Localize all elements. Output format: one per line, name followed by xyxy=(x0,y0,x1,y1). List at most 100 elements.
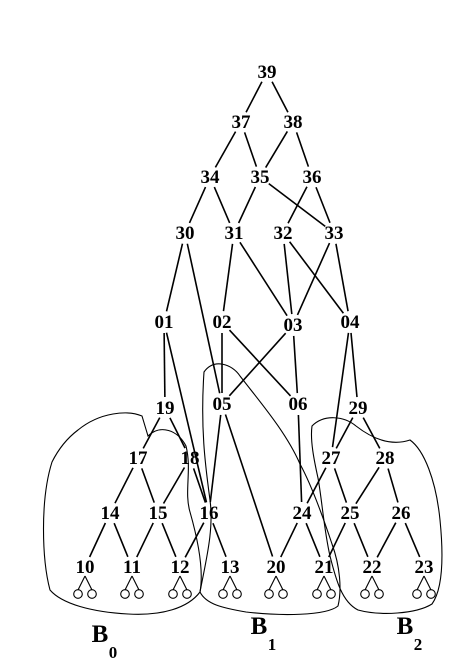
node-31: 31 xyxy=(225,223,244,244)
edge-34-30 xyxy=(188,186,207,224)
edge-30-01 xyxy=(165,243,184,312)
edge-24-20 xyxy=(280,522,298,558)
node-17: 17 xyxy=(129,448,149,469)
edge-19-18 xyxy=(169,417,186,449)
node-36: 36 xyxy=(303,167,322,188)
edge-29-27 xyxy=(335,417,354,449)
node-37: 37 xyxy=(232,112,252,133)
edge-32-04 xyxy=(288,241,345,314)
edge-37-35 xyxy=(243,132,258,167)
node-34: 34 xyxy=(201,167,221,188)
block-b1-outline xyxy=(199,363,341,616)
edge-32-03 xyxy=(283,243,293,315)
edge-28-25 xyxy=(355,466,380,505)
leaf-circle-10-1 xyxy=(73,589,83,599)
leaf-circle-20-2 xyxy=(278,589,288,599)
edge-15-11 xyxy=(136,522,154,558)
edge-05-20 xyxy=(224,414,274,557)
leaves-layer xyxy=(73,575,436,599)
node-04: 04 xyxy=(341,312,361,333)
edge-26-22 xyxy=(376,522,397,558)
edge-02-06 xyxy=(228,329,292,397)
node-35: 35 xyxy=(251,167,270,188)
leaf-link-10-1 xyxy=(77,575,86,591)
node-39: 39 xyxy=(258,62,277,83)
edge-36-32 xyxy=(287,186,308,224)
edge-33-03 xyxy=(296,242,331,316)
node-02: 02 xyxy=(213,312,232,333)
node-22: 22 xyxy=(363,557,382,578)
edge-27-25 xyxy=(333,468,348,503)
block-label-b2-subscript: 2 xyxy=(414,635,423,654)
node-11: 11 xyxy=(123,557,141,578)
edge-26-23 xyxy=(404,522,421,558)
node-12: 12 xyxy=(171,557,190,578)
edge-03-06 xyxy=(292,335,299,394)
leaf-circle-22-2 xyxy=(374,589,384,599)
node-19: 19 xyxy=(156,398,175,419)
block-label-b0: B xyxy=(92,621,109,648)
edge-31-03 xyxy=(239,241,288,317)
block-label-b0-subscript: 0 xyxy=(109,643,118,662)
node-15: 15 xyxy=(149,503,168,524)
leaf-link-11-2 xyxy=(131,575,140,591)
leaf-link-23-2 xyxy=(423,575,432,591)
edge-38-36 xyxy=(295,132,310,167)
edge-01-16 xyxy=(165,332,208,503)
edge-27-24 xyxy=(306,467,327,504)
node-10: 10 xyxy=(76,557,95,578)
leaf-circle-13-1 xyxy=(218,589,228,599)
edge-03-05 xyxy=(228,332,287,397)
leaf-circle-20-1 xyxy=(264,589,274,599)
node-26: 26 xyxy=(392,503,411,524)
edge-37-34 xyxy=(214,131,237,168)
edge-16-13 xyxy=(212,522,227,558)
leaf-link-13-1 xyxy=(222,575,231,591)
edge-17-15 xyxy=(141,468,155,503)
leaf-link-23-1 xyxy=(416,575,425,591)
node-33: 33 xyxy=(325,223,344,244)
node-16: 16 xyxy=(200,503,219,524)
edge-29-28 xyxy=(362,417,381,449)
edge-14-10 xyxy=(88,522,107,558)
node-29: 29 xyxy=(349,398,368,419)
node-28: 28 xyxy=(376,448,395,469)
leaf-circle-21-2 xyxy=(326,589,336,599)
node-30: 30 xyxy=(176,223,195,244)
leaf-link-21-2 xyxy=(323,575,332,591)
block-label-b1: B xyxy=(251,613,268,640)
edge-31-02 xyxy=(222,243,234,312)
block-label-b1-subscript: 1 xyxy=(268,635,277,654)
block-label-b2: B xyxy=(397,613,414,640)
node-14: 14 xyxy=(101,503,121,524)
leaf-circle-23-2 xyxy=(426,589,436,599)
leaf-link-22-1 xyxy=(364,575,373,591)
edge-30-05 xyxy=(186,243,221,394)
leaf-circle-11-1 xyxy=(120,589,130,599)
edge-25-22 xyxy=(353,522,369,558)
edge-33-04 xyxy=(335,243,349,312)
edge-01-19 xyxy=(163,332,166,398)
leaf-circle-11-2 xyxy=(134,589,144,599)
node-32: 32 xyxy=(274,223,293,244)
node-05: 05 xyxy=(213,394,232,415)
block-b0-outline xyxy=(42,412,202,615)
edge-18-16 xyxy=(192,468,207,503)
edge-15-12 xyxy=(161,522,177,558)
node-38: 38 xyxy=(284,112,303,133)
leaf-circle-21-1 xyxy=(312,589,322,599)
edge-36-33 xyxy=(315,186,331,224)
edge-35-31 xyxy=(237,186,257,224)
node-23: 23 xyxy=(415,557,434,578)
edge-04-27 xyxy=(331,332,350,448)
edge-34-31 xyxy=(213,186,231,224)
leaf-link-11-1 xyxy=(124,575,133,591)
edge-39-37 xyxy=(245,81,263,113)
leaf-circle-22-1 xyxy=(360,589,370,599)
leaf-link-20-1 xyxy=(268,575,277,591)
edge-39-38 xyxy=(271,81,289,113)
leaf-link-20-2 xyxy=(275,575,284,591)
leaf-circle-12-1 xyxy=(168,589,178,599)
